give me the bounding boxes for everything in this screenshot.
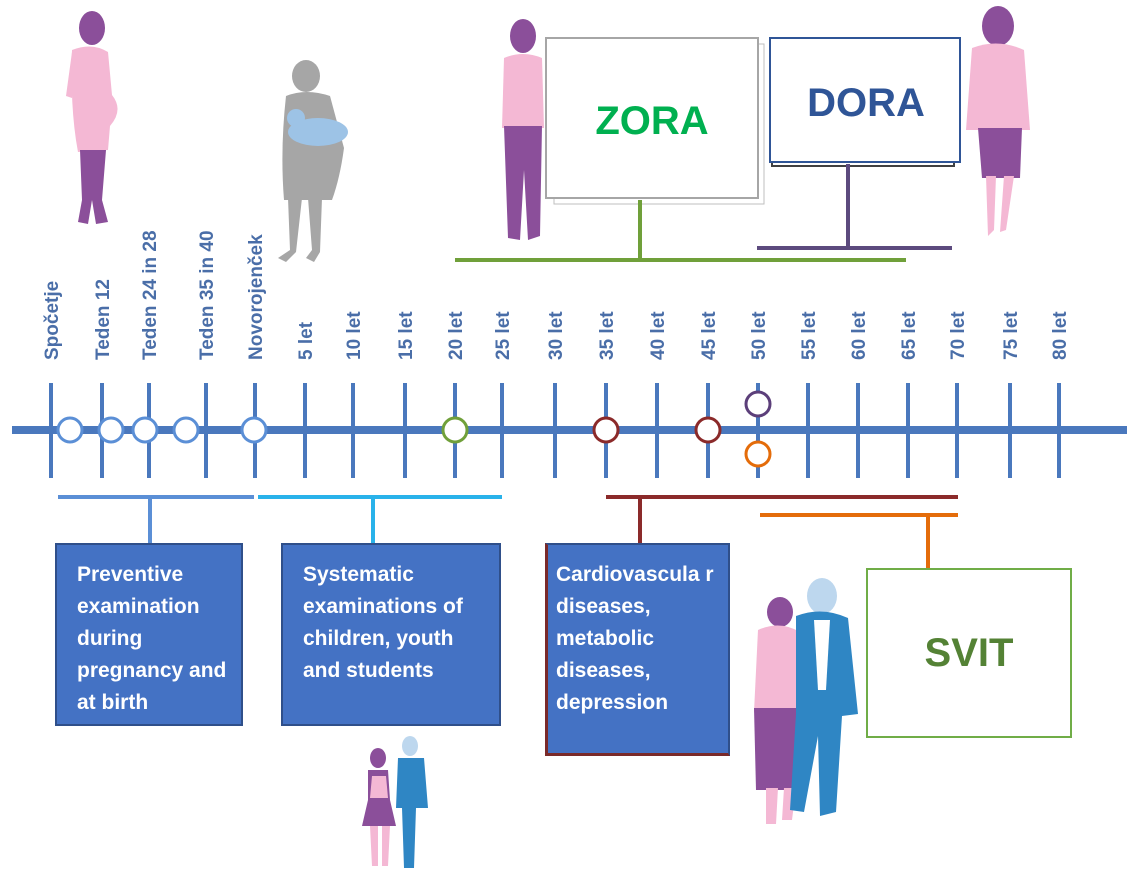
tick-label: 75 let <box>1001 311 1022 360</box>
elderly-couple-figure <box>754 578 858 824</box>
tick-label: Spočetje <box>42 281 63 360</box>
tick-label: 15 let <box>396 311 417 360</box>
tick-label: 25 let <box>493 311 514 360</box>
marker-20-years <box>441 416 469 444</box>
zora-bracket <box>455 200 906 262</box>
tick-label: 10 let <box>344 311 365 360</box>
marker-conception <box>56 416 84 444</box>
tick-label: Teden 35 in 40 <box>197 230 218 360</box>
tick-label: 40 let <box>648 311 669 360</box>
cardio-bracket <box>606 495 958 545</box>
woman-figure-dora <box>966 6 1030 236</box>
marker-35-years <box>592 416 620 444</box>
pregnancy-box: Preventive examination during pregnancy … <box>55 543 243 726</box>
pregnancy-box-text: Preventive examination during pregnancy … <box>77 563 227 714</box>
tick-label: Novorojenček <box>246 234 267 360</box>
marker-week-35-40 <box>172 416 200 444</box>
svit-label: SVIT <box>924 630 1014 675</box>
marker-week-24-28 <box>131 416 159 444</box>
tick-label: 20 let <box>446 311 467 360</box>
marker-50-years-svit <box>744 440 772 468</box>
cardio-box: Cardiovascula r diseases, metabolic dise… <box>545 543 730 756</box>
tick-label: 65 let <box>899 311 920 360</box>
svit-program: SVIT <box>866 568 1072 738</box>
tick-label: Teden 24 in 28 <box>140 230 161 360</box>
zora-label: ZORA <box>595 99 708 143</box>
pregnancy-bracket <box>58 495 254 545</box>
tick-labels: Spočetje Teden 12 Teden 24 in 28 Teden 35 i… <box>42 230 1071 360</box>
woman-figure-zora <box>502 19 544 240</box>
mother-with-baby-figure <box>278 60 348 262</box>
marker-45-years <box>694 416 722 444</box>
dora-program: DORA <box>769 37 961 167</box>
tick-label: 30 let <box>546 311 567 360</box>
milestone-markers <box>56 390 772 468</box>
dora-bracket <box>757 164 952 250</box>
pregnant-woman-figure <box>66 11 118 224</box>
tick-label: 5 let <box>296 321 317 360</box>
marker-50-years-dora <box>744 390 772 418</box>
marker-week-12 <box>97 416 125 444</box>
children-bracket <box>258 495 502 545</box>
zora-program: ZORA <box>545 37 765 205</box>
young-couple-figure <box>362 736 428 868</box>
dora-label: DORA <box>807 81 925 125</box>
tick-label: 70 let <box>948 311 969 360</box>
children-box-text: Systematic examinations of children, you… <box>303 563 463 682</box>
svit-bracket <box>760 513 958 568</box>
tick-label: Teden 12 <box>93 279 114 360</box>
tick-label: 50 let <box>749 311 770 360</box>
marker-newborn <box>240 416 268 444</box>
children-box: Systematic examinations of children, you… <box>281 543 501 726</box>
tick-label: 35 let <box>597 311 618 360</box>
tick-label: 45 let <box>699 311 720 360</box>
tick-label: 55 let <box>799 311 820 360</box>
tick-label: 60 let <box>849 311 870 360</box>
cardio-box-text: Cardiovascula r diseases, metabolic dise… <box>556 563 714 714</box>
tick-label: 80 let <box>1050 311 1071 360</box>
